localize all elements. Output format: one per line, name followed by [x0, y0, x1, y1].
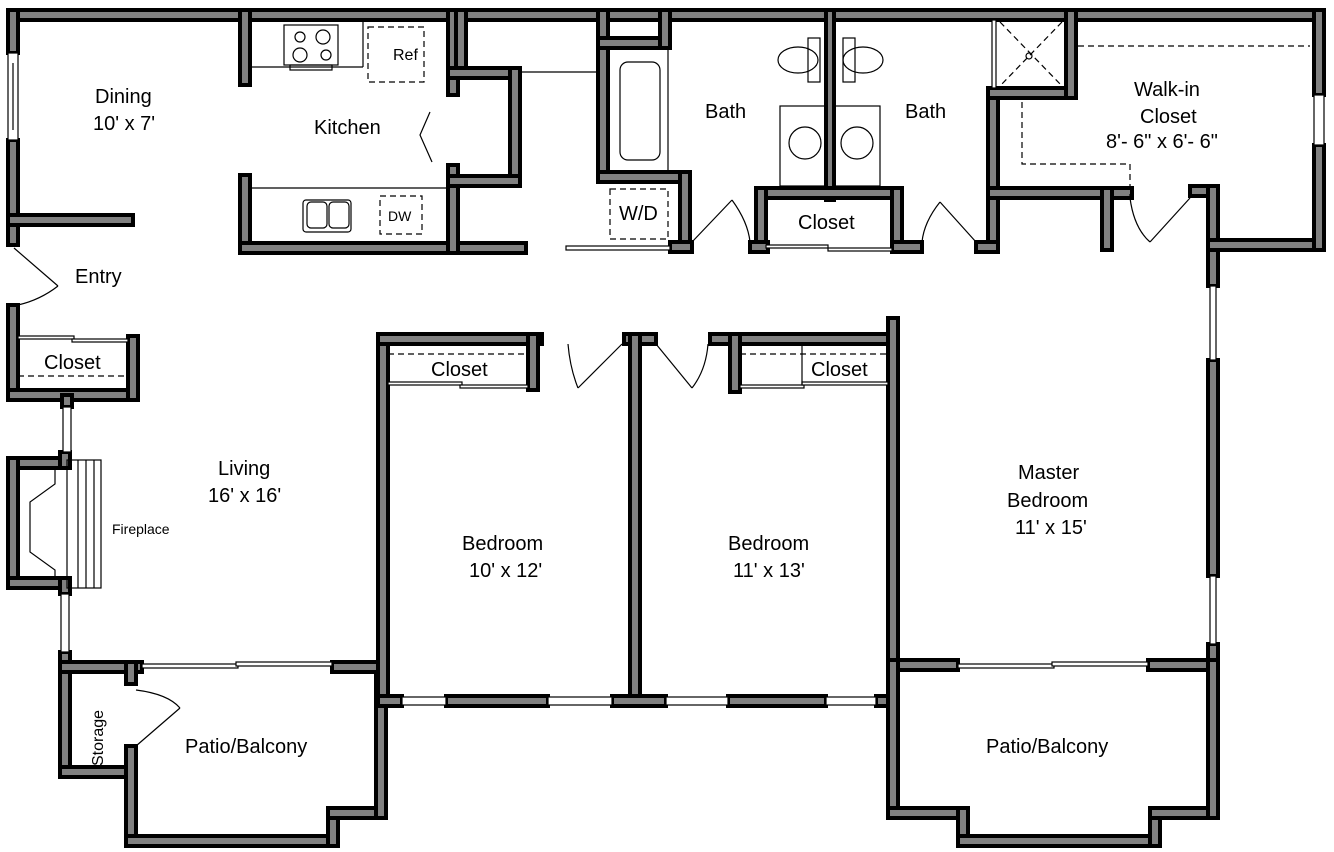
refrigerator-icon	[367, 26, 425, 83]
bath-1-label: Bath	[705, 101, 746, 123]
living-size: 16' x 16'	[208, 485, 281, 507]
washer-dryer-label: W/D	[619, 203, 658, 225]
master-bedroom-label-2: Bedroom	[1007, 490, 1088, 512]
entry-label: Entry	[75, 266, 122, 288]
kitchen-fixtures	[250, 20, 598, 235]
windows	[7, 19, 1325, 706]
walk-in-closet-label-2: Closet	[1140, 106, 1197, 128]
bedroom-2-closet-label: Closet	[811, 359, 868, 381]
dishwasher-icon	[379, 195, 423, 235]
patio-right-label: Patio/Balcony	[986, 736, 1108, 758]
doors	[13, 111, 1191, 747]
fireplace-icon	[29, 459, 102, 589]
sink-icon	[302, 199, 352, 233]
bedroom-1-size: 10' x 12'	[469, 560, 542, 582]
walk-in-closet-label-1: Walk-in	[1134, 79, 1200, 101]
kitchen-label: Kitchen	[314, 117, 381, 139]
bedroom-1-closet-label: Closet	[431, 359, 488, 381]
dining-size: 10' x 7'	[93, 113, 155, 135]
hall-closet-label: Closet	[798, 212, 855, 234]
vanity-right	[833, 105, 881, 187]
washer-dryer-icon	[609, 188, 669, 240]
refrigerator-label: Ref	[393, 47, 418, 64]
toilet-icon	[842, 46, 884, 74]
bedroom-2-label: Bedroom	[728, 533, 809, 555]
walk-in-closet-size: 8'- 6" x 6'- 6"	[1106, 131, 1218, 153]
closet-dashes	[18, 45, 1310, 384]
master-bedroom-size: 11' x 15'	[1015, 517, 1087, 539]
bedroom-1-label: Bedroom	[462, 533, 543, 555]
toilet-icon	[777, 46, 819, 74]
patio-left-label: Patio/Balcony	[185, 736, 307, 758]
fireplace-label: Fireplace	[112, 521, 170, 537]
bathtub-icon	[619, 61, 661, 161]
dining-label: Dining	[95, 86, 152, 108]
shower-drain-icon	[1025, 52, 1033, 60]
storage-label: Storage	[90, 710, 107, 766]
master-bedroom-label-1: Master	[1018, 462, 1079, 484]
vanity-left	[779, 105, 827, 187]
living-label: Living	[218, 458, 270, 480]
entry-closet-label: Closet	[44, 352, 101, 374]
bath-2-label: Bath	[905, 101, 946, 123]
room-labels: Dining 10' x 7' Kitchen Ref DW W/D Bath …	[44, 47, 1218, 766]
bath-fixtures	[609, 21, 1063, 240]
dishwasher-label: DW	[388, 208, 412, 224]
bedroom-2-size: 11' x 13'	[733, 560, 805, 582]
